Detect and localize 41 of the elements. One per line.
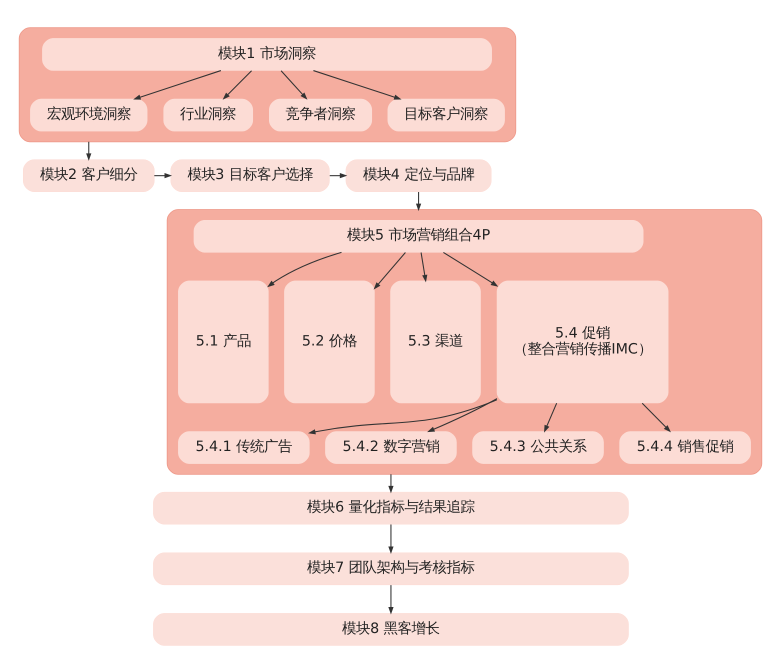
arrow (388, 474, 394, 493)
arrow (420, 252, 428, 282)
node-box: 5.4.2 数字营销 (325, 430, 457, 464)
cluster (166, 208, 762, 474)
arrow (313, 70, 402, 100)
node-box: 5.4.1 传统广告 (178, 430, 310, 464)
node-box: 模块7 团队架构与考核指标 (153, 552, 629, 585)
node-box: 5.3 渠道 (390, 280, 481, 403)
arrow (267, 251, 342, 287)
node-box: 模块6 量化指标与结果追踪 (153, 491, 629, 524)
node-box: 模块8 黑客增长 (153, 612, 629, 646)
arrow (280, 70, 308, 100)
arrow (544, 402, 558, 432)
node-box: 模块4 定位与品牌 (346, 158, 492, 192)
arrow (154, 172, 172, 178)
node-box: 5.1 产品 (178, 280, 269, 403)
arrow (642, 402, 671, 432)
node-box: 模块2 客户细分 (22, 158, 155, 192)
node-box: 5.4.3 公共关系 (472, 430, 604, 464)
arrow (416, 192, 422, 211)
arrow (330, 172, 348, 178)
node-box: 5.4.4 销售促销 (619, 430, 751, 464)
node-box: 宏观环境洞察 (30, 98, 148, 131)
arrow (443, 251, 498, 286)
arrow (308, 398, 498, 434)
arrow (388, 524, 394, 554)
node-box: 行业洞察 (163, 98, 254, 131)
arrow (374, 252, 406, 290)
arrow (388, 584, 394, 614)
node-box: 目标客户洞察 (388, 98, 505, 131)
node-box: 模块3 目标客户选择 (170, 158, 330, 192)
arrow (427, 398, 498, 432)
node-box: 5.2 价格 (284, 280, 375, 403)
node-box: 竞争者洞察 (269, 98, 372, 131)
node-box: 模块5 市场营销组合4P (194, 219, 644, 252)
node-box: 5.4 促销 （整合营销传播IMC） (496, 280, 668, 403)
cluster (18, 26, 516, 142)
arrow (222, 70, 252, 100)
arrow (133, 70, 222, 100)
arrow (86, 141, 92, 160)
node-box: 模块1 市场洞察 (42, 38, 492, 70)
